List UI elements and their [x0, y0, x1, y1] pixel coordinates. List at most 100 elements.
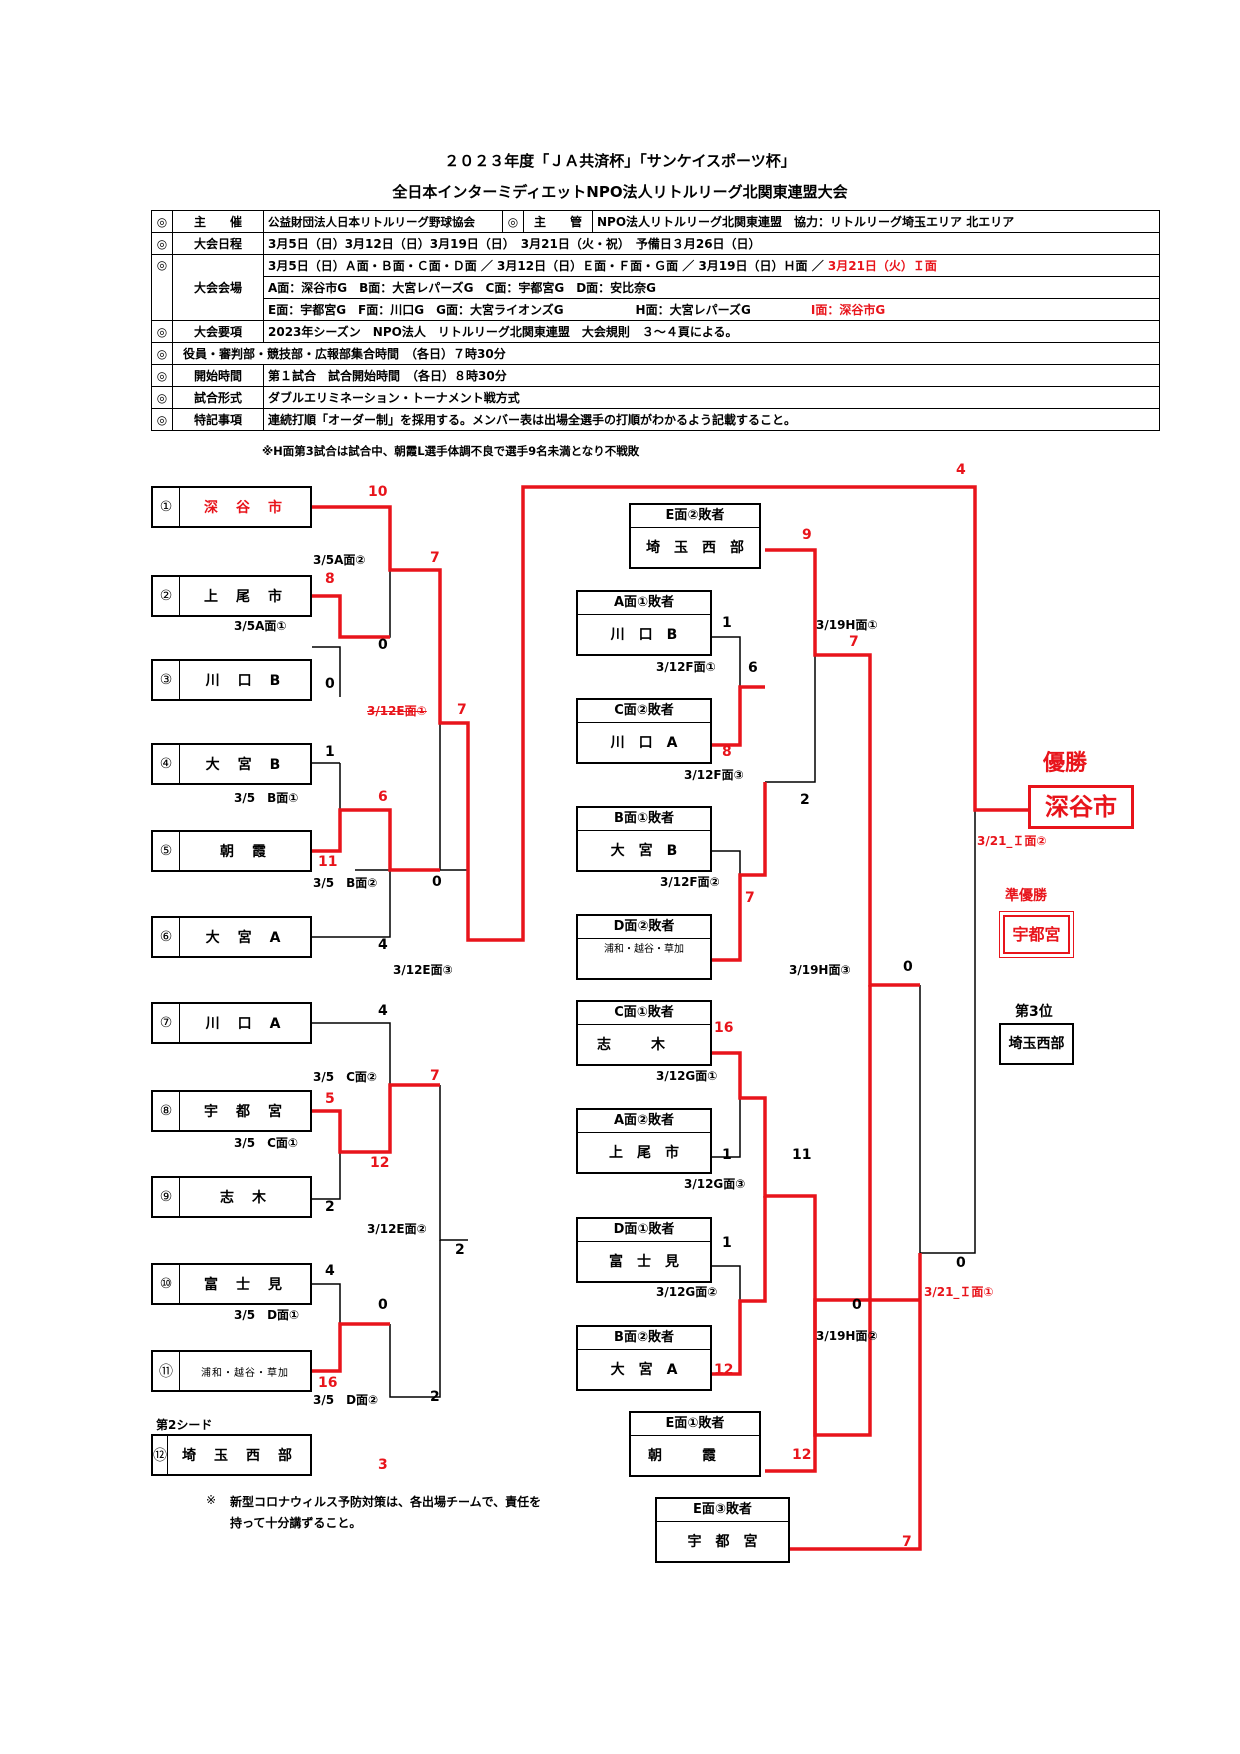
score: 2 — [455, 1242, 465, 1258]
game-label: 3/12G面① — [656, 1069, 718, 1083]
loser-name: 川口A — [610, 735, 692, 751]
team-number: ⑦ — [153, 1004, 180, 1042]
team-name: 大宮B — [205, 757, 299, 773]
line-black — [815, 985, 871, 1301]
score: 7 — [430, 550, 440, 566]
forfeit-note: ※H面第3試合は試合中、朝霞L選手体調不良で選手9名未満となり不戦敗 — [262, 444, 640, 458]
score: 4 — [325, 1263, 335, 1279]
venue-date-final: 3月21日（火）Ｉ面 — [827, 259, 937, 273]
line-red — [712, 1196, 767, 1376]
loser-name: 志木 — [597, 1037, 705, 1053]
score: 1 — [722, 1147, 732, 1163]
game-label: 3/12G面③ — [684, 1177, 746, 1191]
champion-label: 優勝 — [1043, 751, 1088, 776]
team-box: ⑥ 大宮A — [151, 916, 312, 958]
score: 0 — [378, 1297, 388, 1313]
score: 0 — [378, 637, 388, 653]
loser-box: C面①敗者志木 — [576, 1000, 712, 1066]
game-label: 3/5 B面② — [313, 876, 378, 890]
format-key: 試合形式 — [172, 386, 264, 409]
loser-head: D面①敗者 — [578, 1219, 710, 1242]
loser-name: 浦和・越谷・草加 — [604, 944, 684, 955]
footnote-line-1: 新型コロナウィルス予防対策は、各出場チームで、責任を — [230, 1495, 542, 1509]
loser-box: B面②敗者大宮A — [576, 1325, 712, 1391]
venue-value-3: E面：宇都宮G F面：川口G G面：大宮ライオンズG H面：大宮レパーズG I面… — [263, 298, 1160, 321]
loser-box: E面①敗者朝霞 — [629, 1411, 761, 1477]
team-name: 深谷市 — [204, 500, 300, 516]
score: 12 — [370, 1155, 390, 1171]
team-box: ⑧ 宇都宮 — [151, 1090, 312, 1132]
line-black — [312, 1022, 391, 1085]
loser-head: A面①敗者 — [578, 592, 710, 615]
score: 4 — [378, 1003, 388, 1019]
footnote-line-2: 持って十分講ずること。 — [230, 1516, 362, 1530]
loser-head: B面②敗者 — [578, 1327, 710, 1350]
score: 1 — [325, 744, 335, 760]
score: 0 — [956, 1255, 966, 1271]
runner-up-label: 準優勝 — [1005, 888, 1047, 904]
line-black — [312, 646, 341, 697]
notes-key: 特記事項 — [172, 408, 264, 431]
loser-name: 埼玉西部 — [646, 540, 758, 556]
team-name: 上尾市 — [204, 589, 300, 605]
team-number: ③ — [153, 661, 180, 699]
line-red — [765, 1298, 920, 1473]
line-black — [712, 636, 741, 687]
score: 2 — [430, 1389, 440, 1405]
team-number: ⑫ — [153, 1436, 168, 1474]
game-label: 3/5A面① — [234, 619, 287, 633]
line-black — [312, 1140, 341, 1200]
line-red — [712, 985, 872, 1437]
runner-up-box: 宇都宮 — [999, 911, 1074, 958]
footnote-mark: ※ — [206, 1493, 217, 1507]
loser-head: C面①敗者 — [578, 1002, 710, 1025]
team-number: ② — [153, 577, 180, 615]
team-name: 埼玉西部 — [182, 1448, 310, 1464]
score: 4 — [378, 937, 388, 953]
loser-box: A面②敗者上尾市 — [576, 1108, 712, 1174]
team-number: ⑧ — [153, 1092, 180, 1130]
score: 11 — [792, 1147, 812, 1163]
score: 12 — [714, 1362, 734, 1378]
team-number: ⑥ — [153, 918, 180, 956]
loser-head: B面①敗者 — [578, 808, 710, 831]
score: 16 — [318, 1375, 338, 1391]
score: 10 — [368, 484, 388, 500]
score: 2 — [800, 792, 810, 808]
line-red — [312, 1083, 440, 1154]
game-label: 3/12E面② — [367, 1222, 427, 1236]
score: 7 — [902, 1534, 912, 1550]
score: 0 — [432, 874, 442, 890]
team-name: 宇都宮 — [204, 1104, 300, 1120]
team-name: 大宮A — [205, 930, 299, 946]
venue-dates: 3月5日（日）Ａ面・Ｂ面・Ｃ面・Ｄ面 ／ 3月12日（日）Ｅ面・Ｆ面・Ｇ面 ／ … — [268, 259, 828, 273]
score: 0 — [325, 676, 335, 692]
score: 5 — [325, 1091, 335, 1107]
game-label: 3/12F面① — [656, 660, 716, 674]
team-name: 川口B — [205, 673, 299, 689]
score: 9 — [802, 527, 812, 543]
game-label: 3/5 B面① — [234, 791, 299, 805]
team-number: ⑨ — [153, 1178, 180, 1216]
line-black — [355, 570, 391, 638]
game-label: 3/5A面② — [313, 553, 366, 567]
team-number: ⑤ — [153, 832, 180, 870]
game-label: 3/12G面② — [656, 1285, 718, 1299]
loser-box: D面①敗者富士見 — [576, 1217, 712, 1283]
line-black — [765, 577, 816, 783]
game-label: 3/5 D面② — [313, 1393, 379, 1407]
loser-name: 大宮A — [610, 1362, 692, 1378]
loser-head: E面③敗者 — [657, 1499, 788, 1522]
schedule-value: 3月5日（日）3月12日（日）3月19日（日） 3月21日（火・祝） 予備日３月… — [263, 232, 1160, 255]
third-place-box: 埼玉西部 — [999, 1023, 1074, 1065]
line-black — [919, 487, 976, 1254]
title-line-2: 全日本インターミディエットNPO法人リトルリーグ北関東連盟大会 — [392, 183, 848, 201]
score: 7 — [430, 1068, 440, 1084]
loser-name: 朝霞 — [648, 1448, 756, 1464]
venue-key: 大会会場 — [172, 254, 264, 321]
loser-head: D面②敗者 — [578, 916, 710, 939]
